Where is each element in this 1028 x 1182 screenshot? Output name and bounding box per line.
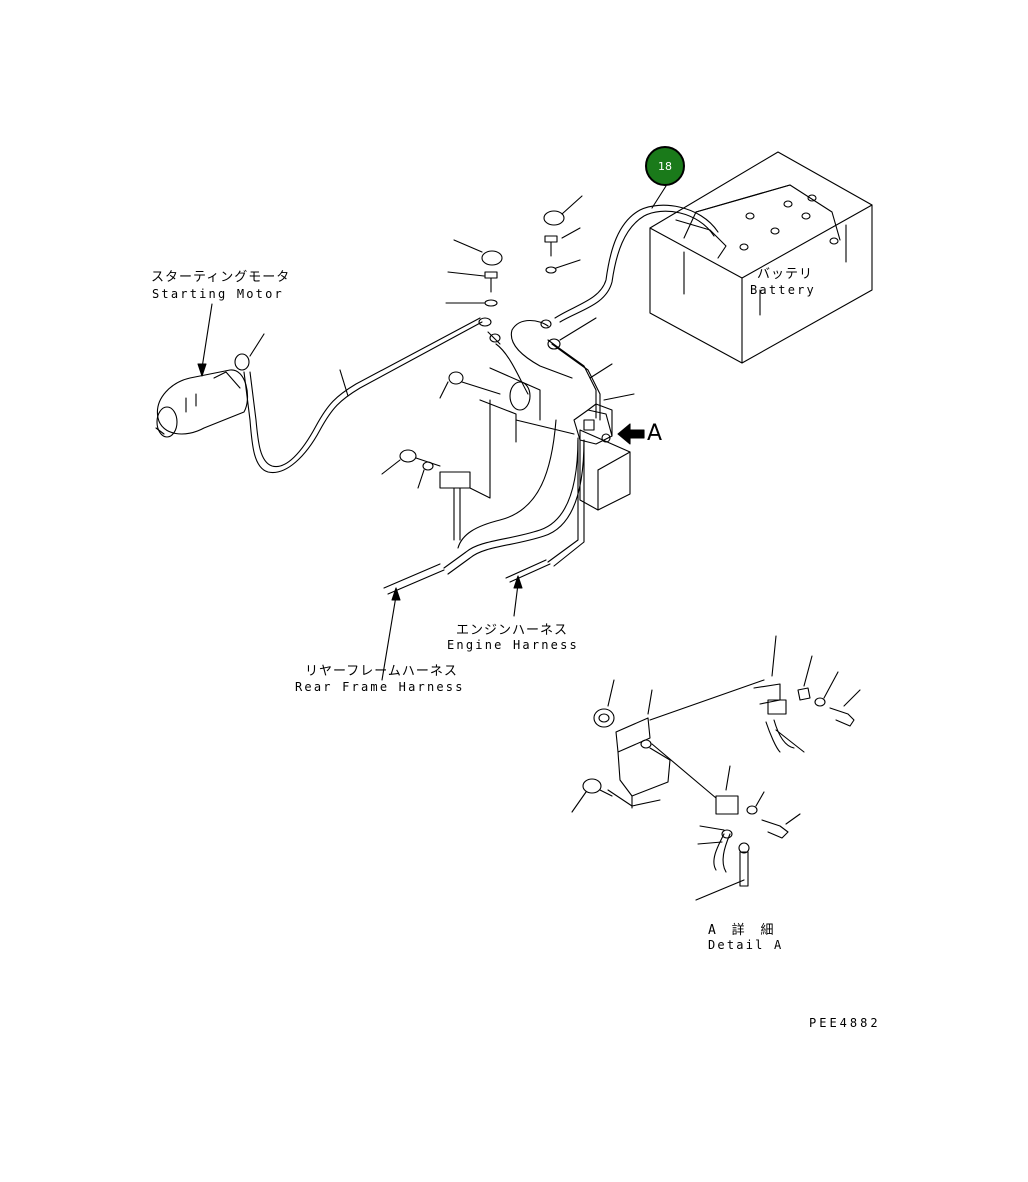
detail-a-label-en: Detail A	[708, 938, 784, 952]
battery-label-en: Battery	[750, 283, 816, 297]
part-callout-18[interactable]: 18	[645, 146, 685, 186]
rear-frame-harness-label-en: Rear Frame Harness	[295, 680, 465, 694]
leader-lines	[198, 304, 522, 680]
terminal-fasteners	[446, 196, 582, 306]
view-arrow	[618, 424, 644, 444]
starting-motor-label-jp: スターティングモータ	[151, 270, 291, 285]
battery-illustration	[650, 152, 872, 363]
rear-frame-harness-label-jp: リヤーフレームハーネス	[305, 664, 458, 679]
starting-motor	[156, 370, 248, 437]
starting-motor-label-en: Starting Motor	[152, 287, 284, 301]
detail-a-drawing	[572, 636, 860, 900]
battery-label-jp: バッテリ	[757, 267, 814, 282]
battery-relay-assembly	[440, 368, 630, 510]
detail-a-label-jp: A 詳 細	[708, 923, 778, 938]
starter-cable	[235, 318, 491, 473]
harness-cables	[382, 318, 634, 594]
battery-cable	[555, 186, 718, 322]
drawing-code: PEE4882	[809, 1016, 881, 1030]
engine-harness-label-jp: エンジンハーネス	[456, 623, 569, 638]
view-marker-label: A	[647, 421, 663, 446]
engine-harness-label-en: Engine Harness	[447, 638, 579, 652]
